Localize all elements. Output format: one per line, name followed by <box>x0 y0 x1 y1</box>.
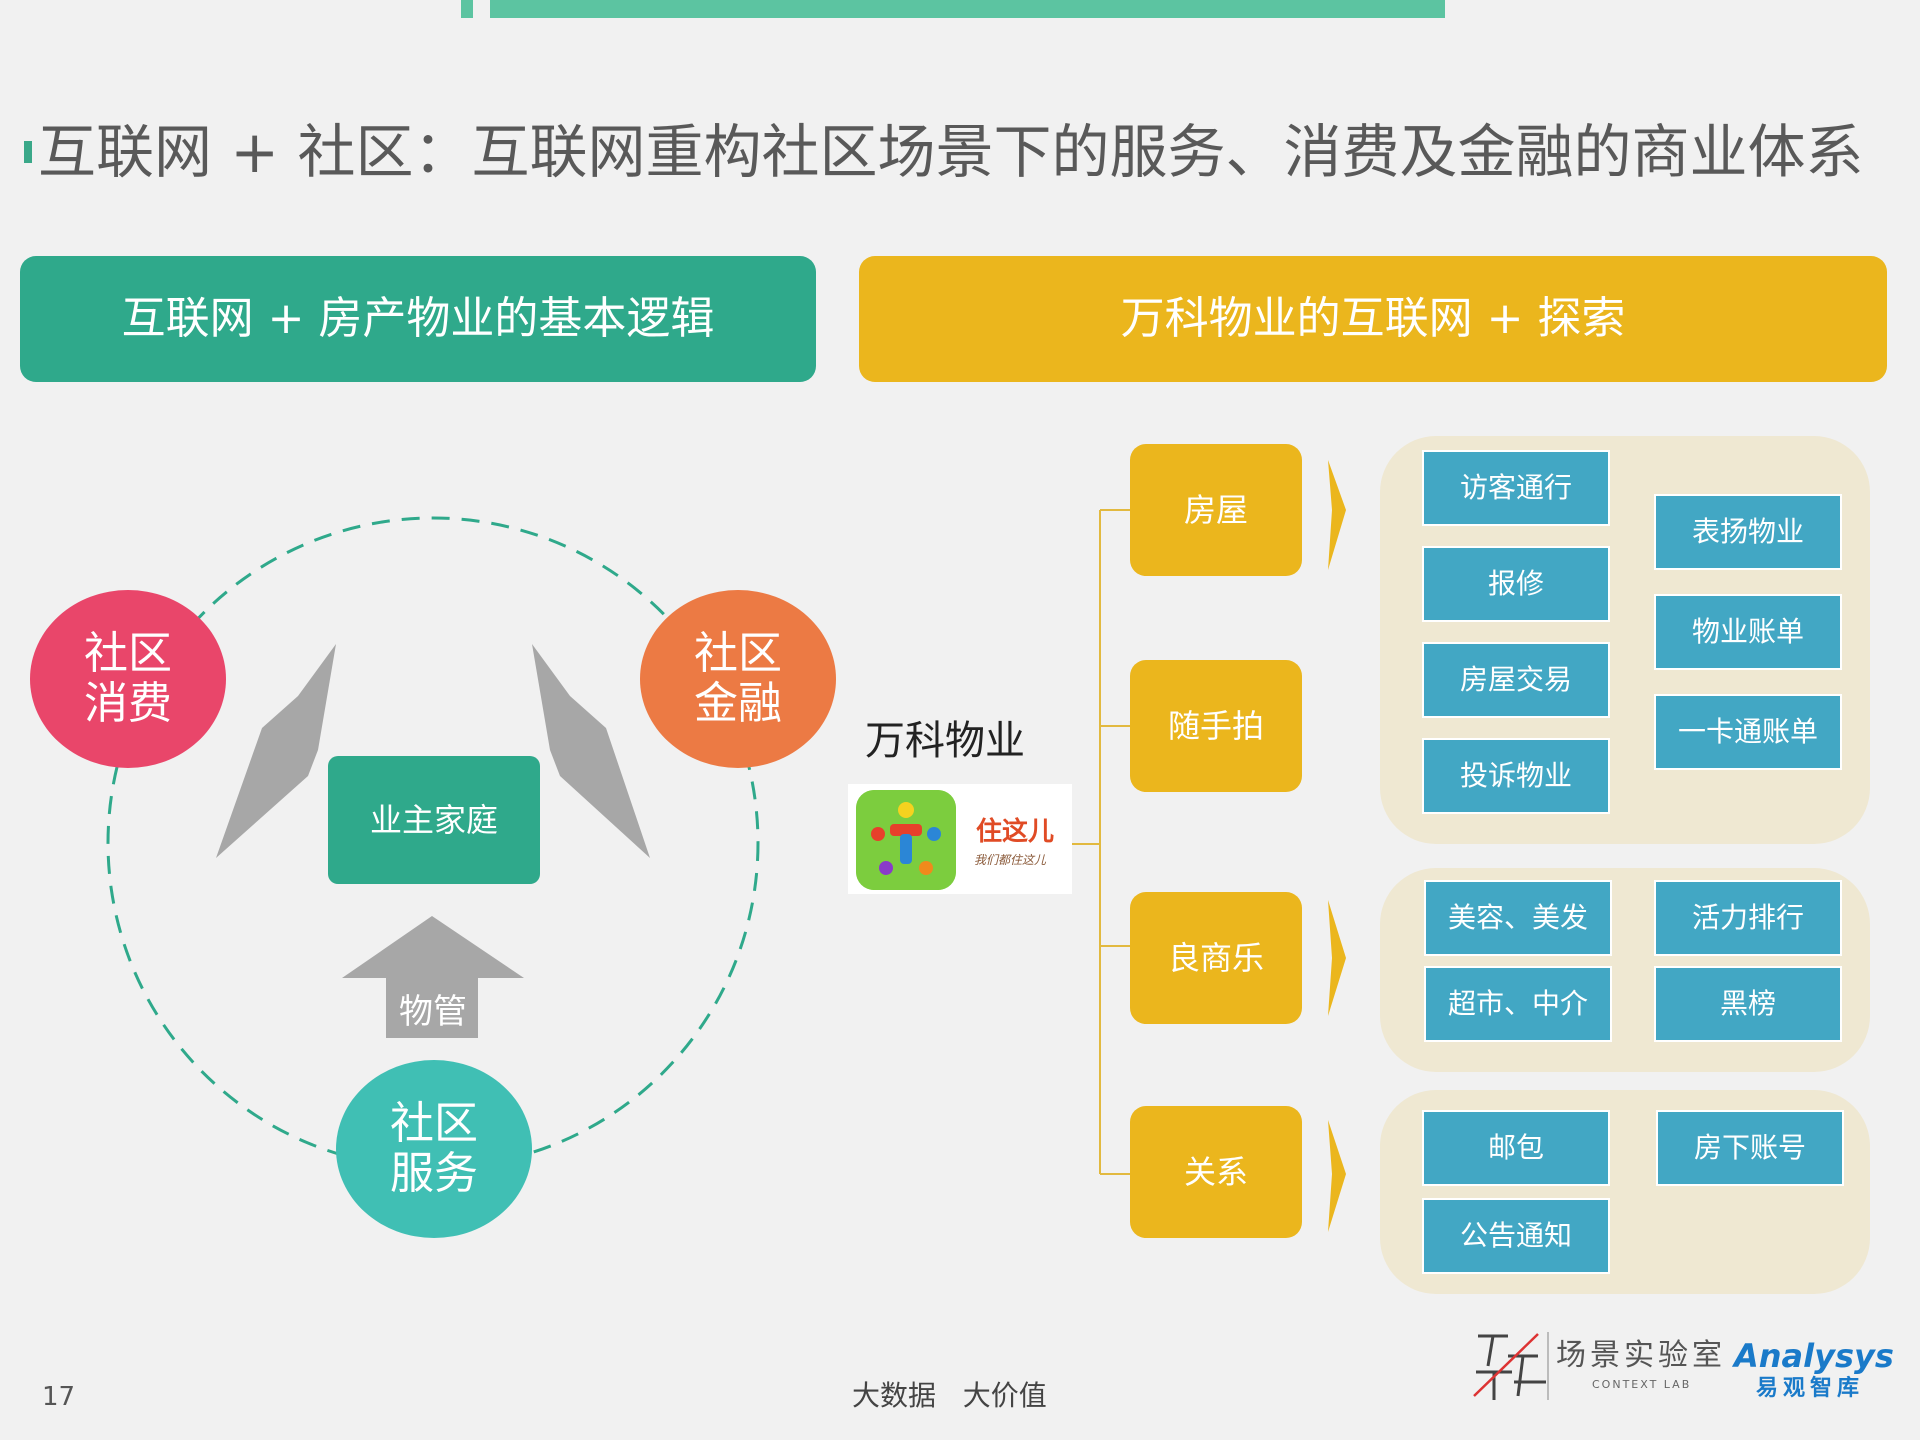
feature-property-bill: 物业账单 <box>1654 594 1842 670</box>
feature-activity-rank: 活力排行 <box>1654 880 1842 956</box>
zhuzheer-app-icon <box>856 790 956 890</box>
right-section-header: 万科物业的互联网 + 探索 <box>859 256 1887 382</box>
chevron-merchant <box>1328 900 1346 1016</box>
title-bullet <box>24 140 32 163</box>
category-connectors <box>1072 460 1346 1232</box>
analysys-cn: 易观智库 <box>1756 1376 1865 1401</box>
feature-praise: 表扬物业 <box>1654 494 1842 570</box>
community-service-node: 社区 服务 <box>336 1060 532 1238</box>
property-management-label: 物管 <box>399 992 467 1032</box>
app-slogan: 我们都住这儿 <box>974 853 1047 867</box>
category-relations: 关系 <box>1130 1106 1302 1238</box>
feature-visitor-pass: 访客通行 <box>1422 450 1610 526</box>
footer-slogan: 大数据 大价值 <box>852 1379 1047 1412</box>
feature-house-trade: 房屋交易 <box>1422 642 1610 718</box>
feature-beauty: 美容、美发 <box>1424 880 1612 956</box>
up-arrow <box>342 916 524 1038</box>
vanke-property-label: 万科物业 <box>865 718 1025 764</box>
top-accent-bar <box>490 0 1445 18</box>
feature-sub-account: 房下账号 <box>1656 1110 1844 1186</box>
feature-card-bill: 一卡通账单 <box>1654 694 1842 770</box>
owner-family-node: 业主家庭 <box>328 756 540 884</box>
feature-supermarket: 超市、中介 <box>1424 966 1612 1042</box>
feature-repair: 报修 <box>1422 546 1610 622</box>
community-consume-node: 社区 消费 <box>30 590 226 768</box>
analysys-logo-text: Analysys <box>1734 1337 1894 1375</box>
page-title: 互联网 + 社区：互联网重构社区场景下的服务、消费及金融的商业体系 <box>24 112 1904 192</box>
context-lab-cn: 场景实验室 <box>1556 1338 1726 1373</box>
chevron-house <box>1328 460 1346 570</box>
category-snapshot: 随手拍 <box>1130 660 1302 792</box>
community-finance-node: 社区 金融 <box>640 590 836 768</box>
page-number: 17 <box>42 1382 76 1412</box>
feature-complaint: 投诉物业 <box>1422 738 1610 814</box>
category-merchant: 良商乐 <box>1130 892 1302 1024</box>
context-lab-en: CONTEXT LAB <box>1592 1378 1692 1391</box>
category-house: 房屋 <box>1130 444 1302 576</box>
feature-parcel: 邮包 <box>1422 1110 1610 1186</box>
right-lightning-arrow <box>532 644 650 858</box>
left-lightning-arrow <box>216 644 336 858</box>
feature-blacklist: 黑榜 <box>1654 966 1842 1042</box>
chevron-relations <box>1328 1120 1346 1232</box>
page-title-text: 互联网 + 社区：互联网重构社区场景下的服务、消费及金融的商业体系 <box>38 118 1864 186</box>
top-accent-bar-small <box>461 0 473 18</box>
left-section-header: 互联网 + 房产物业的基本逻辑 <box>20 256 816 382</box>
context-lab-logo-icon <box>1473 1332 1549 1400</box>
app-name: 住这儿 <box>976 817 1055 847</box>
feature-notice: 公告通知 <box>1422 1198 1610 1274</box>
